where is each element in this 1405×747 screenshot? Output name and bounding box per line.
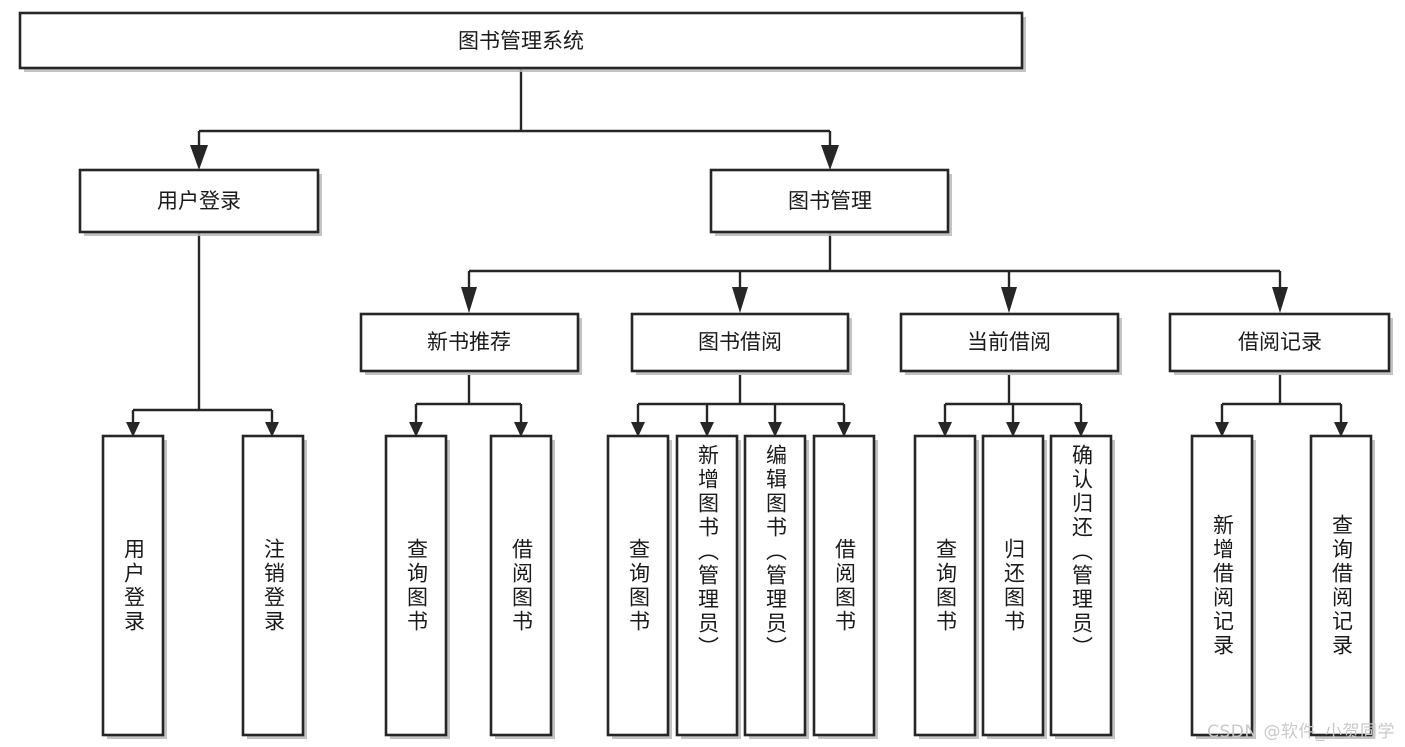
node-leaf-confirm-return-admin-box[interactable] xyxy=(1049,434,1113,737)
node-leaf-query-book-3[interactable] xyxy=(913,434,979,739)
node-leaf-borrow-book-2-box[interactable] xyxy=(812,434,876,737)
arrow-icon-to-leaf-borrow-book-2 xyxy=(837,422,851,437)
connector-layer xyxy=(131,69,1343,423)
node-root[interactable]: 图书管理系统 xyxy=(18,11,1026,72)
node-new-book-recommend-label: 新书推荐 xyxy=(427,330,511,354)
node-root-label: 图书管理系统 xyxy=(458,29,584,53)
node-leaf-edit-book-admin-box[interactable] xyxy=(743,434,807,737)
node-current-borrow[interactable]: 当前借阅 xyxy=(899,312,1122,375)
arrow-icon-to-leaf-query-book-3 xyxy=(938,422,952,437)
node-current-borrow-box[interactable] xyxy=(899,312,1120,373)
node-book-borrow-label: 图书借阅 xyxy=(698,330,782,354)
node-borrow-record-label: 借阅记录 xyxy=(1238,330,1322,354)
arrow-icon-to-leaf-edit-book-admin xyxy=(768,422,782,437)
arrow-icon-to-borrow-record xyxy=(1272,287,1288,313)
node-leaf-return-book[interactable] xyxy=(981,434,1047,739)
arrow-icon-to-leaf-query-book-2 xyxy=(631,422,645,437)
node-new-book-recommend[interactable]: 新书推荐 xyxy=(359,312,582,375)
node-borrow-record[interactable]: 借阅记录 xyxy=(1168,312,1393,375)
node-book-management-label: 图书管理 xyxy=(788,189,872,213)
node-leaf-query-book-2-box[interactable] xyxy=(606,434,670,737)
arrow-icon-to-current-borrow xyxy=(1001,287,1017,313)
node-leaf-add-book-admin[interactable] xyxy=(675,434,741,739)
node-current-borrow-label: 当前借阅 xyxy=(967,330,1051,354)
arrow-icon-to-new-book-recommend xyxy=(461,287,477,313)
node-leaf-query-book-1[interactable] xyxy=(384,434,450,739)
node-leaf-query-book-2[interactable] xyxy=(606,434,672,739)
arrow-icon-to-leaf-add-borrow-record xyxy=(1215,422,1229,437)
node-user-login-box[interactable] xyxy=(78,168,320,234)
leaf-node-group xyxy=(101,434,1375,739)
arrow-icon-to-leaf-query-book-1 xyxy=(409,422,423,437)
node-leaf-user-login-box[interactable] xyxy=(101,434,165,737)
node-leaf-add-borrow-record[interactable] xyxy=(1190,434,1256,739)
node-leaf-user-login[interactable] xyxy=(101,434,167,739)
arrow-icon-to-book-management xyxy=(821,145,839,170)
node-book-borrow[interactable]: 图书借阅 xyxy=(630,312,852,375)
arrow-icon-to-leaf-borrow-book-1 xyxy=(514,422,528,437)
arrow-icon-to-leaf-query-borrow-record xyxy=(1334,422,1348,437)
node-root-box[interactable] xyxy=(18,11,1024,70)
node-leaf-confirm-return-admin[interactable] xyxy=(1049,434,1115,739)
node-borrow-record-box[interactable] xyxy=(1168,312,1391,373)
node-leaf-query-borrow-record-box[interactable] xyxy=(1309,434,1373,737)
node-leaf-return-book-box[interactable] xyxy=(981,434,1045,737)
node-book-management[interactable]: 图书管理 xyxy=(709,168,952,236)
node-leaf-query-book-1-box[interactable] xyxy=(384,434,448,737)
arrow-icon-to-leaf-confirm-return-admin xyxy=(1074,422,1088,437)
node-user-login[interactable]: 用户登录 xyxy=(78,168,322,236)
node-book-borrow-box[interactable] xyxy=(630,312,850,373)
node-leaf-logout-login-box[interactable] xyxy=(241,434,305,737)
node-leaf-edit-book-admin[interactable] xyxy=(743,434,809,739)
node-leaf-query-borrow-record[interactable] xyxy=(1309,434,1375,739)
node-leaf-logout-login[interactable] xyxy=(241,434,307,739)
arrow-icon-to-leaf-add-book-admin xyxy=(700,422,714,437)
csdn-watermark: CSDN @软件_小贺同学 xyxy=(1207,722,1395,742)
node-book-management-box[interactable] xyxy=(709,168,950,234)
arrow-icon-to-leaf-return-book xyxy=(1006,422,1020,437)
node-leaf-add-borrow-record-box[interactable] xyxy=(1190,434,1254,737)
node-leaf-borrow-book-1[interactable] xyxy=(489,434,555,739)
node-leaf-borrow-book-2[interactable] xyxy=(812,434,878,739)
node-user-login-label: 用户登录 xyxy=(157,189,241,213)
node-leaf-query-book-3-box[interactable] xyxy=(913,434,977,737)
arrow-icon-to-user-login xyxy=(190,145,208,170)
node-leaf-borrow-book-1-box[interactable] xyxy=(489,434,553,737)
node-leaf-add-book-admin-box[interactable] xyxy=(675,434,739,737)
arrow-icon-to-leaf-logout-login xyxy=(265,422,279,437)
arrow-icon-to-leaf-user-login xyxy=(126,422,140,437)
arrowhead-layer xyxy=(126,145,1348,437)
node-new-book-recommend-box[interactable] xyxy=(359,312,580,373)
arrow-icon-to-book-borrow xyxy=(732,287,748,313)
